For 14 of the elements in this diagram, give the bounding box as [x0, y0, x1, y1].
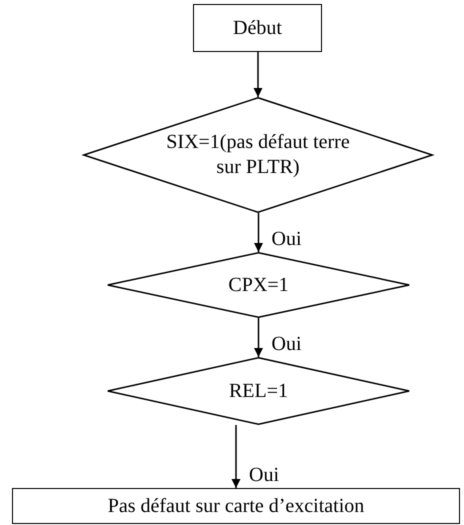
arrow: [254, 318, 263, 357]
node-text: Début: [233, 16, 282, 40]
node-text: Pas défaut sur carte d’excitation: [108, 494, 364, 518]
node-text: CPX=1: [228, 272, 289, 298]
process-box: [12, 488, 460, 524]
decision-diamond: [107, 357, 410, 425]
decision-diamond: [83, 97, 433, 213]
decision-diamond: [107, 252, 410, 318]
arrow: [232, 425, 240, 488]
node-text: SIX=1(pas défaut terre sur PLTR): [165, 130, 351, 180]
arrow: [254, 213, 263, 252]
start-box: [193, 4, 322, 52]
node-text: REL=1: [228, 378, 288, 404]
arrow: [254, 52, 262, 97]
